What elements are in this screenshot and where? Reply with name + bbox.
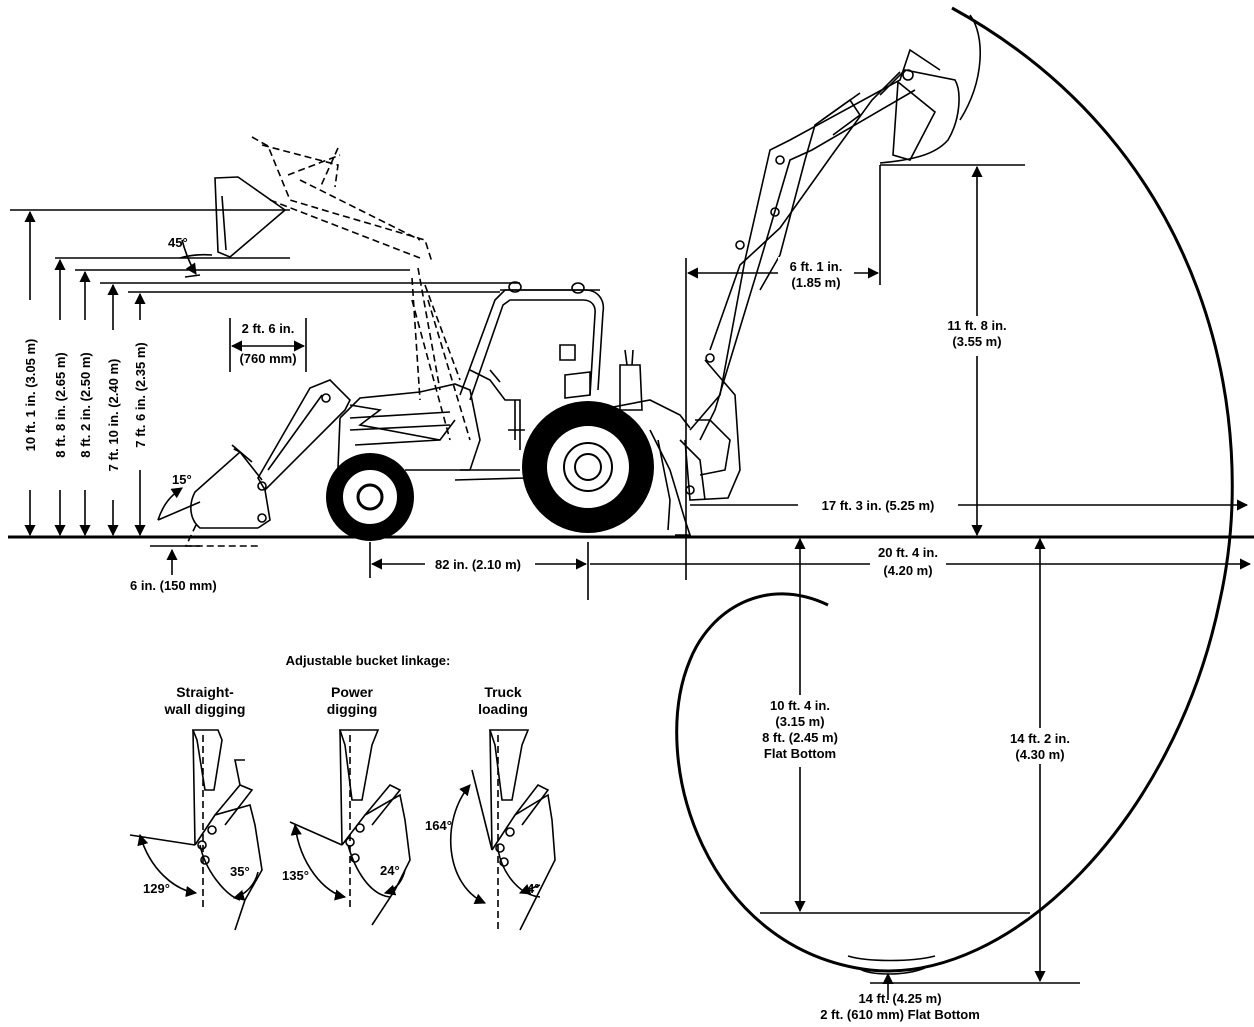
loader-dig-depth-label: 6 in. (150 mm) [130, 578, 217, 593]
linkage-mode-3-angle-inner: 4° [527, 881, 539, 896]
front-wheel [326, 453, 414, 541]
max-depth-dimension: 14 ft. 2 in. (4.30 m) [870, 537, 1082, 984]
linkage-mode-2-line1: Power [331, 684, 374, 700]
wheelbase-label: 82 in. (2.10 m) [435, 557, 521, 572]
linkage-mode-1-angle-inner: 35° [230, 864, 250, 879]
stabilizers [649, 429, 706, 536]
loader-arm-lowered [257, 379, 456, 529]
loader-height-dimensions: 10 ft. 1 in. (3.05 m) 8 ft. 8 in. (2.65 … [10, 209, 520, 537]
max-depth-line1: 14 ft. 2 in. [1010, 731, 1070, 746]
bottom-flat-dimension: 14 ft. (4.25 m) 2 ft. (610 mm) Flat Bott… [820, 972, 980, 1022]
pivot-reach-line2: (4.20 m) [883, 563, 932, 578]
linkage-title: Adjustable bucket linkage: [286, 653, 451, 668]
loader-reach-line2: (760 mm) [239, 351, 296, 366]
linkage-mode-2-angle-inner: 24° [380, 863, 400, 878]
loader-height-2-label: 8 ft. 8 in. (2.65 m) [53, 352, 68, 457]
dig-depth-line4: Flat Bottom [764, 746, 836, 761]
loader-reach-line1: 2 ft. 6 in. [242, 321, 295, 336]
linkage-power-digging: Power digging 135° 24° [282, 684, 411, 926]
linkage-mode-1-angle-outer: 129° [143, 881, 170, 896]
loading-reach-dimension: 6 ft. 1 in. (1.85 m) [685, 257, 880, 580]
pivot-reach-dimension: 20 ft. 4 in. (4.20 m) [590, 543, 1252, 579]
loader-bucket-raised: 45° [168, 176, 287, 278]
pivot-reach-line1: 20 ft. 4 in. [878, 545, 938, 560]
linkage-truck-loading: Truck loading 164° 4° [425, 684, 556, 931]
loader-reach-dimension: 2 ft. 6 in. (760 mm) [229, 318, 307, 372]
wheelbase-dimension: 82 in. (2.10 m) [369, 542, 589, 600]
loading-reach-line1: 6 ft. 1 in. [790, 259, 843, 274]
loader-arm-raised-dashed [251, 136, 471, 441]
loader-bucket-ground: 15° [157, 444, 263, 547]
loader-height-1-label: 10 ft. 1 in. (3.05 m) [23, 339, 38, 452]
linkage-straight-wall: Straight- wall digging 129° 35° [129, 684, 263, 931]
linkage-mode-3-line2: loading [478, 701, 528, 717]
loading-height-line1: 11 ft. 8 in. [947, 318, 1006, 333]
rops-canopy [459, 281, 605, 401]
loader-height-5-label: 7 ft. 6 in. (2.35 m) [133, 342, 148, 447]
loader-height-4-label: 7 ft. 10 in. (2.40 m) [106, 359, 121, 472]
loader-angle-bottom-label: 15° [172, 472, 192, 487]
rear-wheel [522, 401, 654, 533]
loader-angle-top-label: 45° [168, 235, 188, 250]
loading-reach-line2: (1.85 m) [791, 275, 840, 290]
dig-depth-line1: 10 ft. 4 in. [770, 698, 830, 713]
dig-envelope [675, 6, 1234, 975]
dig-depth-line2: (3.15 m) [775, 714, 824, 729]
linkage-mode-2-line2: digging [327, 701, 378, 717]
bottom-line2: 2 ft. (610 mm) Flat Bottom [820, 1007, 980, 1022]
ground-reach-label: 17 ft. 3 in. (5.25 m) [822, 498, 935, 513]
linkage-mode-3-line1: Truck [484, 684, 522, 700]
dig-depth-dimension: 10 ft. 4 in. (3.15 m) 8 ft. (2.45 m) Fla… [750, 537, 1030, 914]
linkage-mode-1-line1: Straight- [176, 684, 234, 700]
dig-depth-line3: 8 ft. (2.45 m) [762, 730, 838, 745]
loader-height-3-label: 8 ft. 2 in. (2.50 m) [78, 352, 93, 457]
ground-reach-dimension: 17 ft. 3 in. (5.25 m) [690, 496, 1249, 514]
backhoe-arm [684, 48, 960, 501]
linkage-mode-2-angle-outer: 135° [282, 868, 309, 883]
loader-dig-depth-dimension: 6 in. (150 mm) [130, 545, 217, 593]
bottom-line1: 14 ft. (4.25 m) [858, 991, 941, 1006]
loading-height-line2: (3.55 m) [952, 334, 1001, 349]
max-depth-line2: (4.30 m) [1015, 747, 1064, 762]
linkage-mode-1-line2: wall digging [164, 701, 246, 717]
linkage-mode-3-angle-outer: 164° [425, 818, 452, 833]
loading-height-dimension: 11 ft. 8 in. (3.55 m) [879, 164, 1025, 537]
